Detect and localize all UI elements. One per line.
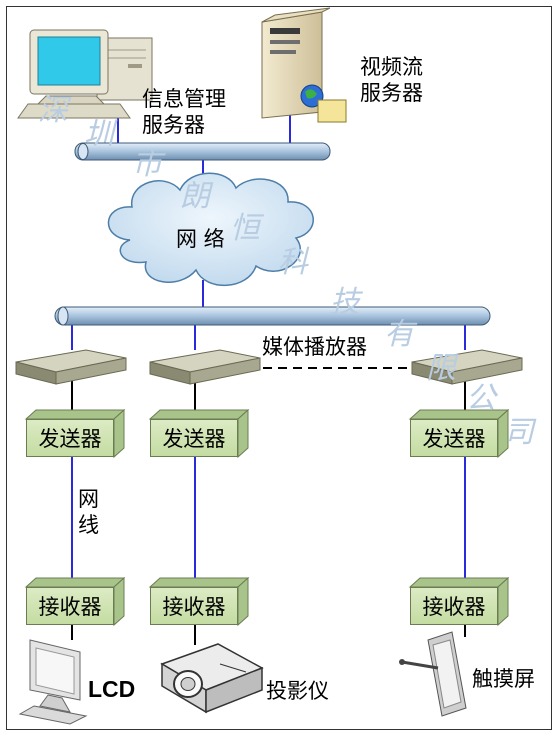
touchscreen-icon <box>399 631 467 717</box>
video-server-label: 视频流 服务器 <box>360 54 423 106</box>
cable-label-line1: 网 <box>78 487 99 511</box>
top-bus <box>74 142 331 161</box>
media-player-device-3 <box>411 349 523 385</box>
projector-icon <box>160 643 264 714</box>
network-cloud <box>107 172 314 286</box>
transmitter-label: 发送器 <box>410 419 498 457</box>
receiver-label: 接收器 <box>26 587 114 625</box>
network-label: 网 络 <box>176 227 225 251</box>
computer-icon <box>17 29 153 119</box>
lcd-label: LCD <box>88 676 136 702</box>
transmitter-label: 发送器 <box>26 419 114 457</box>
transmitter-label: 发送器 <box>150 419 238 457</box>
network-links <box>71 110 466 578</box>
media-player-device-1 <box>15 349 127 385</box>
info-server-label-line1: 信息管理 <box>142 87 226 111</box>
cable-label-line2: 线 <box>78 513 99 537</box>
media-player-device-2 <box>149 349 261 385</box>
video-server-label-line2: 服务器 <box>360 81 423 105</box>
box-shading <box>24 408 510 627</box>
bottom-bus <box>54 306 491 326</box>
lcd-monitor-icon <box>18 639 88 725</box>
server-icon <box>261 7 347 123</box>
video-server-label-line1: 视频流 <box>360 55 423 79</box>
cable-label: 网 线 <box>78 486 99 538</box>
info-server-label-line2: 服务器 <box>142 113 205 137</box>
diagram-frame <box>6 6 552 730</box>
receiver-label: 接收器 <box>150 587 238 625</box>
receiver-label: 接收器 <box>410 587 498 625</box>
device-cables <box>71 378 466 645</box>
projector-label: 投影仪 <box>266 679 329 703</box>
touchscreen-label: 触摸屏 <box>472 667 535 691</box>
info-server-label: 信息管理 服务器 <box>142 86 226 138</box>
media-player-label: 媒体播放器 <box>262 335 367 359</box>
